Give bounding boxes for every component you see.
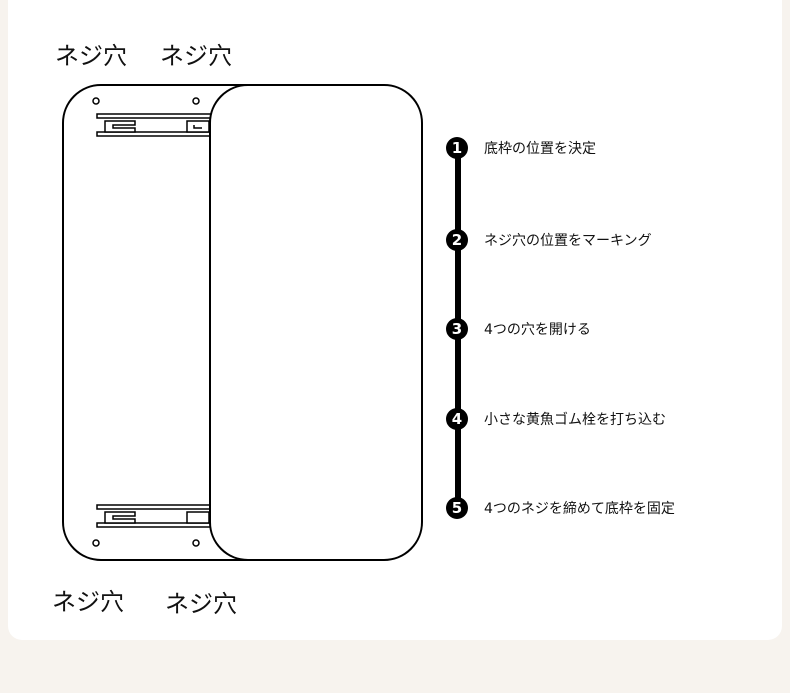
screw-hole-label-top-left: ネジ穴 bbox=[55, 42, 127, 70]
step-number: 4 bbox=[446, 408, 468, 430]
screw-hole-label-bottom-left: ネジ穴 bbox=[52, 588, 124, 616]
step-number: 1 bbox=[446, 137, 468, 159]
step-5: 5 4つのネジを締めて底枠を固定 bbox=[446, 497, 675, 519]
step-2: 2 ネジ穴の位置をマーキング bbox=[446, 229, 652, 251]
front-panel bbox=[209, 84, 423, 561]
screw-hole-label-bottom-right: ネジ穴 bbox=[165, 590, 237, 618]
step-number: 2 bbox=[446, 229, 468, 251]
step-text: ネジ穴の位置をマーキング bbox=[484, 233, 652, 249]
step-text: 4つの穴を開ける bbox=[484, 322, 591, 338]
bottom-rail bbox=[96, 504, 223, 528]
step-1: 1 底枠の位置を決定 bbox=[446, 137, 596, 159]
top-rail bbox=[96, 113, 223, 137]
step-text: 底枠の位置を決定 bbox=[484, 141, 596, 157]
step-4: 4 小さな黄魚ゴム栓を打ち込む bbox=[446, 408, 666, 430]
screw-icons bbox=[92, 97, 200, 547]
step-3: 3 4つの穴を開ける bbox=[446, 318, 591, 340]
step-number: 3 bbox=[446, 318, 468, 340]
step-text: 小さな黄魚ゴム栓を打ち込む bbox=[484, 412, 666, 428]
step-text: 4つのネジを締めて底枠を固定 bbox=[484, 501, 675, 517]
screw-hole-label-top-right: ネジ穴 bbox=[160, 42, 232, 70]
step-number: 5 bbox=[446, 497, 468, 519]
